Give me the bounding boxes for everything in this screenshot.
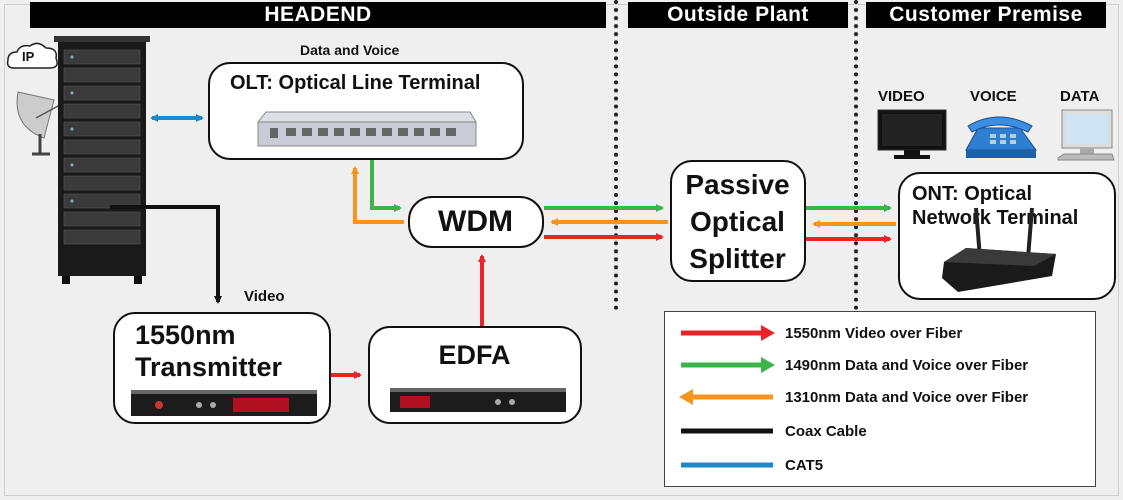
legend-swatch-orange-arrow xyxy=(679,389,773,405)
legend-swatch-green-arrow xyxy=(681,357,775,373)
legend-label-1550nm: 1550nm Video over Fiber xyxy=(785,324,963,342)
wdm-box: WDM xyxy=(408,196,544,248)
ont-box: ONT: Optical Network Terminal xyxy=(898,172,1116,300)
divider-headend-outside xyxy=(614,0,618,310)
splitter-line1: Passive xyxy=(685,169,790,200)
legend-swatch-red-arrow xyxy=(681,325,775,341)
server-rack-icon xyxy=(54,36,150,284)
splitter-line2: Optical xyxy=(690,206,785,237)
legend-item-1310nm: 1310nm Data and Voice over Fiber xyxy=(677,386,1028,408)
splitter-line3: Splitter xyxy=(689,243,786,274)
tv-icon xyxy=(877,109,947,159)
ont-line1: ONT: Optical xyxy=(912,183,1033,205)
wdm-title: WDM xyxy=(438,205,513,238)
header-outside-plant: Outside Plant xyxy=(628,2,848,28)
legend-label-1490nm: 1490nm Data and Voice over Fiber xyxy=(785,356,1029,374)
satellite-dish-icon xyxy=(16,91,59,156)
phone-icon xyxy=(965,116,1037,158)
legend-label-cat5: CAT5 xyxy=(785,456,824,474)
video-caption: Video xyxy=(244,288,285,305)
olt-device-icon xyxy=(256,111,477,147)
video-device-label: VIDEO xyxy=(878,88,925,105)
legend-item-cat5: CAT5 xyxy=(677,454,823,476)
header-headend: HEADEND xyxy=(30,2,606,28)
green-olt-to-wdm xyxy=(370,160,402,212)
transmitter-title-line2: Transmitter xyxy=(135,352,283,382)
ont-line2: Network Terminal xyxy=(912,207,1079,229)
orange-wdm-to-olt xyxy=(351,166,404,224)
computer-icon xyxy=(1057,109,1115,161)
legend-label-coax: Coax Cable xyxy=(785,422,867,440)
ont-router-icon xyxy=(942,207,1056,292)
data-device-label: DATA xyxy=(1060,88,1100,105)
header-customer-premise: Customer Premise xyxy=(866,2,1106,28)
transmitter-box: 1550nm Transmitter xyxy=(113,312,331,424)
edfa-device-icon xyxy=(390,388,566,412)
splitter-box: Passive Optical Splitter xyxy=(670,160,806,282)
legend: 1550nm Video over Fiber 1490nm Data and … xyxy=(664,311,1096,487)
coax-link xyxy=(110,205,222,304)
legend-item-1550nm: 1550nm Video over Fiber xyxy=(677,322,962,344)
transmitter-device-icon xyxy=(131,390,317,416)
legend-swatch-black-line xyxy=(681,428,773,434)
legend-label-1310nm: 1310nm Data and Voice over Fiber xyxy=(785,388,1029,406)
olt-box: OLT: Optical Line Terminal xyxy=(208,62,524,160)
olt-title: OLT: Optical Line Terminal xyxy=(230,72,481,94)
voice-device-label: VOICE xyxy=(970,88,1017,105)
edfa-title: EDFA xyxy=(438,340,511,370)
olt-caption: Data and Voice xyxy=(300,42,400,58)
edfa-box: EDFA xyxy=(368,326,582,424)
ip-cloud-label: IP xyxy=(22,49,35,64)
legend-item-1490nm: 1490nm Data and Voice over Fiber xyxy=(677,354,1028,376)
divider-outside-customer xyxy=(854,0,858,310)
legend-swatch-blue-line xyxy=(681,462,773,468)
transmitter-title-line1: 1550nm xyxy=(135,320,236,350)
legend-item-coax: Coax Cable xyxy=(677,420,867,442)
ip-cloud-icon xyxy=(6,42,58,69)
